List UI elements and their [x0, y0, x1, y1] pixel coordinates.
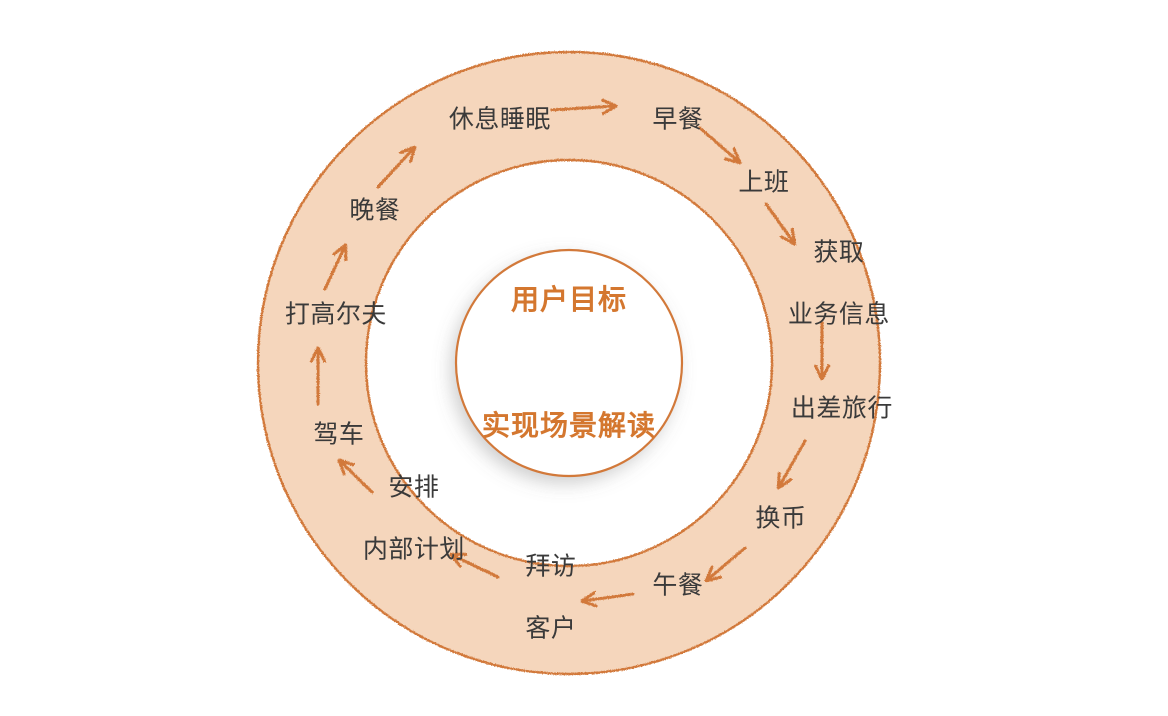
- center-hub-circle: [454, 248, 684, 478]
- step-text: 打高尔夫: [284, 299, 387, 329]
- step-label-play-golf: 打高尔夫: [251, 268, 387, 361]
- arrow-golf-to-dinner: [323, 246, 345, 291]
- step-label-dinner: 晚餐: [316, 164, 401, 257]
- step-text-line1: 获取: [813, 237, 865, 267]
- arrow-work-to-getinfo: [764, 202, 794, 243]
- arrow-rest-to-breakfast: [550, 106, 615, 110]
- step-label-visit-client: 拜访 客户: [492, 520, 577, 675]
- arrow-visitclient-to-planning: [452, 555, 500, 579]
- step-text: 换币: [755, 503, 807, 533]
- arrow-layer: [318, 106, 822, 601]
- step-label-lunch: 午餐: [619, 539, 704, 632]
- arrow-breakfast-to-work: [698, 126, 739, 162]
- ring-band: [256, 50, 882, 676]
- step-label-rest-sleep: 休息睡眠: [415, 73, 551, 166]
- step-text-line2: 业务信息: [787, 299, 890, 329]
- step-label-business-travel: 出差旅行: [757, 362, 893, 455]
- arrow-travel-to-currency: [779, 439, 807, 487]
- step-text: 晚餐: [349, 195, 401, 225]
- center-title: 用户目标 实现场景解读: [482, 195, 656, 531]
- step-text-line2: 客户: [525, 613, 577, 643]
- arrow-lunch-to-visitclient: [583, 594, 635, 601]
- center-title-line1: 用户目标: [510, 283, 628, 316]
- step-text: 午餐: [652, 570, 704, 600]
- step-text-line1: 拜访: [525, 551, 577, 581]
- step-text-line1: 安排: [388, 472, 440, 502]
- step-text: 出差旅行: [790, 393, 893, 423]
- arrow-currency-to-lunch: [707, 546, 747, 580]
- step-label-breakfast: 早餐: [619, 73, 704, 166]
- step-text: 休息睡眠: [448, 104, 551, 134]
- step-text: 驾车: [313, 419, 365, 449]
- step-label-internal-planning: 安排 内部计划: [329, 441, 465, 596]
- arrow-planning-to-drive: [340, 461, 374, 494]
- step-label-currency-exchange: 换币: [722, 472, 807, 565]
- step-text: 上班: [738, 167, 790, 197]
- arrow-dinner-to-rest: [376, 148, 414, 189]
- center-title-line2: 实现场景解读: [481, 409, 657, 442]
- step-label-get-business-info: 获取 业务信息: [754, 206, 890, 361]
- step-label-go-to-work: 上班: [705, 136, 790, 229]
- step-label-driving: 驾车: [280, 388, 365, 481]
- step-text-line2: 内部计划: [362, 534, 465, 564]
- step-text: 早餐: [652, 104, 704, 134]
